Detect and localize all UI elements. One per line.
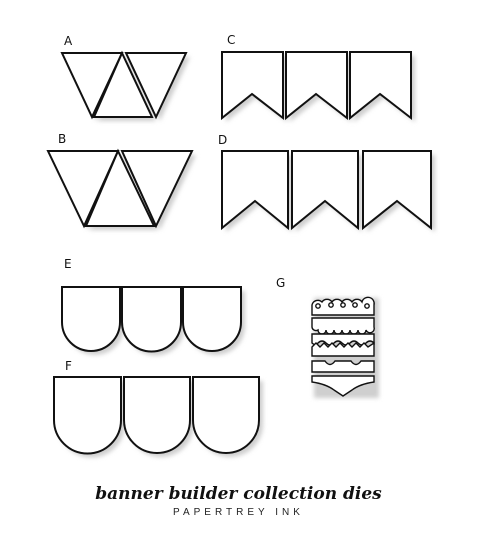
set-b-triangles — [46, 148, 196, 230]
set-e-shield-2 — [121, 286, 182, 353]
set-f-shield-1 — [53, 376, 122, 455]
set-a-triangle-2 — [92, 50, 154, 118]
set-f-shield-3 — [192, 376, 260, 454]
label-a: A — [64, 34, 73, 48]
label-b: B — [58, 132, 67, 146]
set-b-triangle-3 — [120, 150, 194, 229]
set-g-borders — [311, 296, 379, 398]
label-c: C — [227, 33, 236, 47]
set-e-shields — [61, 286, 245, 356]
set-g-strip-6 — [311, 375, 375, 397]
set-g-strip-1 — [311, 296, 375, 316]
set-e-shield-3 — [182, 286, 242, 352]
set-e-shield-1 — [61, 286, 121, 352]
set-d-flags — [221, 150, 435, 232]
set-d-flag-2 — [291, 150, 359, 231]
set-d-flag-1 — [221, 150, 289, 231]
label-f: F — [65, 359, 72, 373]
set-b-triangle-2 — [84, 148, 156, 227]
set-f-shield-2 — [123, 376, 191, 454]
set-c-flag-2 — [285, 51, 348, 121]
set-g-strip-2 — [311, 317, 375, 335]
set-f-shields — [53, 376, 263, 458]
label-d: D — [218, 133, 228, 147]
set-c-flags — [221, 51, 415, 122]
label-e: E — [64, 257, 72, 271]
set-c-flag-1 — [221, 51, 284, 121]
set-d-flag-3 — [362, 150, 432, 231]
label-g: G — [276, 276, 286, 290]
brand-name: PAPERTREY INK — [173, 507, 304, 518]
collection-title: banner builder collection dies — [95, 484, 382, 504]
set-g-strip-5 — [311, 360, 375, 373]
set-c-flag-3 — [349, 51, 412, 121]
set-g-strip-4 — [311, 341, 375, 357]
set-a-triangles — [60, 50, 190, 121]
set-a-triangle-3 — [124, 52, 188, 120]
